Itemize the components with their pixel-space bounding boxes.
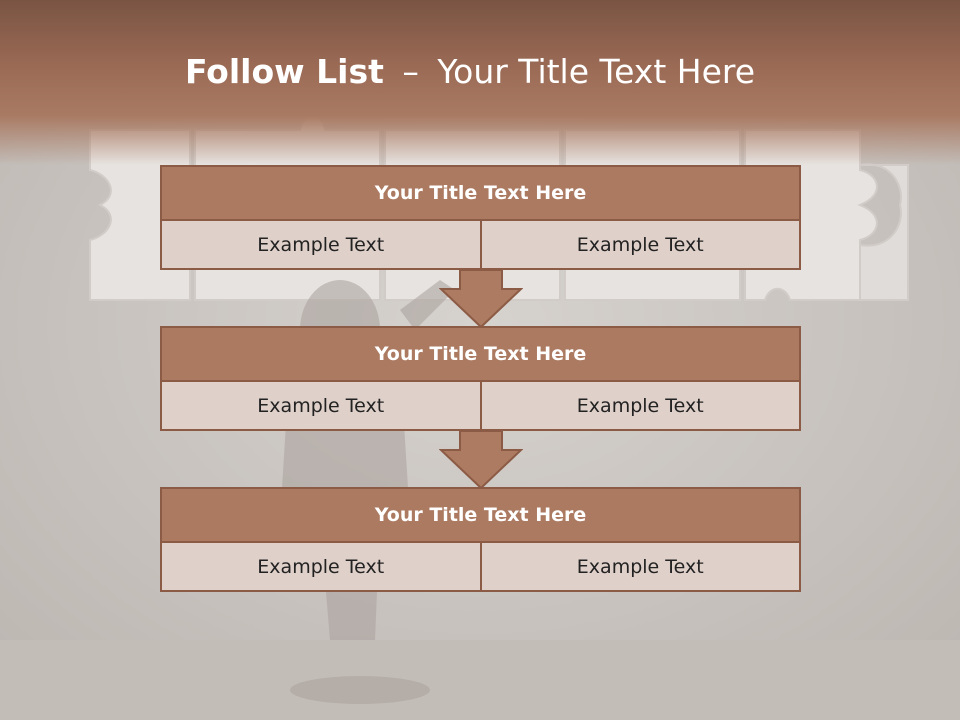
block-cell-left: Example Text [162,543,480,590]
slide-title-separator: – [402,52,419,91]
slide-title: Follow List – Your Title Text Here [0,52,940,91]
follow-list-block-3: Your Title Text Here Example Text Exampl… [160,487,801,592]
block-row: Example Text Example Text [160,543,801,592]
follow-list-block-1: Your Title Text Here Example Text Exampl… [160,165,801,270]
block-row: Example Text Example Text [160,221,801,270]
slide-title-bold: Follow List [184,52,384,91]
down-arrow-icon [439,431,523,489]
block-title: Your Title Text Here [160,165,801,221]
slide-title-rest: Your Title Text Here [437,52,756,91]
block-title: Your Title Text Here [160,326,801,382]
header-band [0,0,960,165]
block-cell-left: Example Text [162,221,480,268]
follow-list-block-2: Your Title Text Here Example Text Exampl… [160,326,801,431]
block-row: Example Text Example Text [160,382,801,431]
block-title: Your Title Text Here [160,487,801,543]
block-cell-right: Example Text [479,543,799,590]
block-cell-right: Example Text [479,382,799,429]
down-arrow-icon [439,270,523,328]
block-cell-left: Example Text [162,382,480,429]
block-cell-right: Example Text [479,221,799,268]
